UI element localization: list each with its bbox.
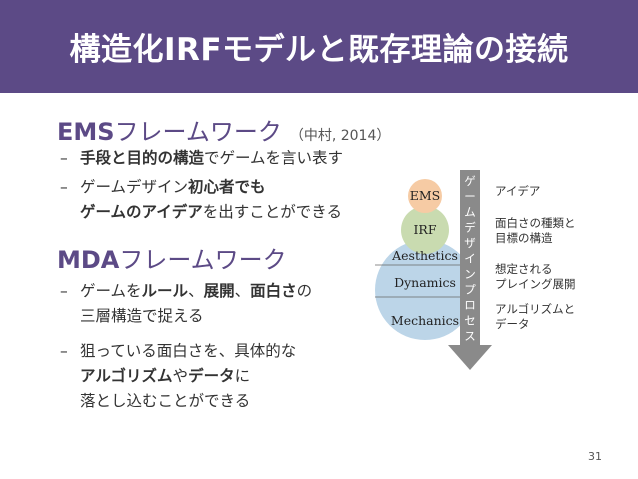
mda-bullet-1-sep: 、 bbox=[188, 282, 204, 300]
ems-bullet-2: –ゲームデザイン初心者でも ゲームのアイデアを出すことができる bbox=[60, 175, 342, 225]
mda-bullet-2-tail: に bbox=[234, 367, 251, 385]
dynamics-label: Dynamics bbox=[394, 275, 456, 290]
ems-bullet-1: –手段と目的の構造でゲームを言い表す bbox=[60, 146, 343, 171]
mda-bullet-1-rule: ルール bbox=[141, 282, 189, 300]
arrow-char: ザ bbox=[464, 236, 476, 250]
mda-bullet-2-algo: アルゴリズム bbox=[80, 367, 173, 385]
ems-citation: （中村, 2014） bbox=[289, 128, 391, 144]
arrow-char: セ bbox=[464, 314, 476, 328]
page-number: 31 bbox=[588, 450, 602, 463]
ems-heading-rest: フレームワーク bbox=[114, 118, 282, 146]
ems-bullet-2-plain: ゲームデザイン bbox=[80, 178, 189, 196]
ems-circle bbox=[408, 179, 442, 213]
arrow-char: ロ bbox=[464, 298, 476, 312]
arrow-char: ゲ bbox=[464, 174, 476, 188]
ems-bullet-2-line2-bold: ゲームのアイデア bbox=[80, 203, 203, 221]
process-arrow bbox=[448, 170, 492, 370]
ems-bullet-2-line2-rest: を出すことができる bbox=[202, 203, 342, 221]
ems-bullet-2-bold: 初心者でも bbox=[188, 178, 266, 196]
note-dyn-2: プレイング展開 bbox=[495, 277, 576, 291]
arrow-char: デ bbox=[464, 221, 476, 235]
bullet-dash: – bbox=[60, 149, 68, 167]
mda-heading-rest: フレームワーク bbox=[119, 246, 287, 274]
note-mech-2: データ bbox=[495, 317, 530, 331]
arrow-char: ム bbox=[464, 205, 476, 219]
mechanics-label: Mechanics bbox=[391, 313, 459, 328]
irf-label: IRF bbox=[413, 222, 436, 237]
arrow-char: ス bbox=[464, 329, 476, 343]
bullet-dash: – bbox=[60, 178, 68, 196]
irf-circle bbox=[401, 206, 449, 254]
mda-bullet-1: –ゲームをルール、展開、面白さの 三層構造で捉える bbox=[60, 279, 312, 329]
mda-bullet-2-line1: 狙っている面白さを、具体的な bbox=[80, 342, 297, 360]
mda-bullet-2-line3: 落とし込むことができる bbox=[80, 392, 251, 410]
mda-bullet-1-text: ゲームを bbox=[80, 282, 142, 300]
arrow-char: プ bbox=[464, 283, 476, 297]
arrow-char: イ bbox=[464, 252, 476, 266]
mda-bullet-1-tail: の bbox=[296, 282, 313, 300]
bullet-dash: – bbox=[60, 282, 68, 300]
slide-header: 構造化IRFモデルと既存理論の接続 bbox=[0, 0, 638, 93]
mda-bullet-1-dev: 展開 bbox=[203, 282, 235, 300]
mda-bullet-1-sep: 、 bbox=[234, 282, 251, 300]
note-dyn-1: 想定される bbox=[495, 262, 553, 276]
ems-label: EMS bbox=[410, 188, 441, 203]
mda-bullet-1-fun: 面白さ bbox=[250, 282, 297, 300]
note-irf-2: 目標の構造 bbox=[495, 231, 553, 245]
mda-bullet-2-sep: や bbox=[172, 367, 189, 385]
mda-bullet-2-data: データ bbox=[188, 367, 235, 385]
ems-heading: EMSフレームワーク （中村, 2014） bbox=[57, 112, 390, 147]
note-mech-1: アルゴリズムと bbox=[495, 302, 575, 316]
ems-bullet-1-rest: でゲームを言い表す bbox=[204, 149, 344, 167]
arrow-char: ー bbox=[464, 190, 476, 204]
mda-bullet-2: –狙っている面白さを、具体的な アルゴリズムやデータに 落とし込むことができる bbox=[60, 339, 296, 414]
bullet-dash: – bbox=[60, 342, 68, 360]
slide-title: 構造化IRFモデルと既存理論の接続 bbox=[69, 32, 569, 68]
mda-bullet-2-line2: アルゴリズムやデータに bbox=[60, 364, 296, 389]
ems-bullet-1-bold: 手段と目的の構造 bbox=[80, 149, 205, 167]
aesthetics-label: Aesthetics bbox=[391, 248, 458, 263]
arrow-char: ン bbox=[464, 267, 476, 281]
framework-diagram: EMS IRF Aesthetics Dynamics Mechanics ゲー… bbox=[375, 170, 576, 370]
note-ems: アイデア bbox=[495, 184, 540, 198]
mda-heading-lead: MDA bbox=[57, 246, 120, 274]
mda-heading: MDAフレームワーク bbox=[57, 240, 287, 275]
ems-heading-lead: EMS bbox=[57, 118, 115, 146]
note-irf-1: 面白さの種類と bbox=[495, 216, 576, 230]
mda-bullet-1-line2: 三層構造で捉える bbox=[80, 307, 204, 325]
ems-bullet-2-line2: ゲームのアイデアを出すことができる bbox=[60, 200, 342, 225]
